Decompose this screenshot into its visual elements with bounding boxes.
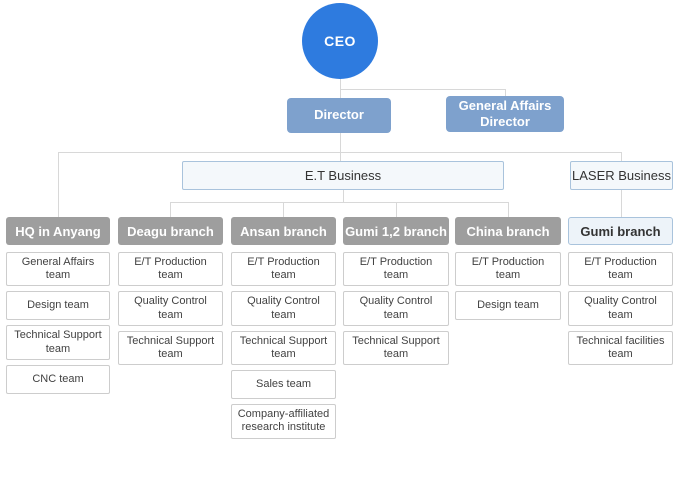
team-box: Design team — [455, 291, 561, 321]
connector-line — [505, 89, 506, 97]
team-box: Sales team — [231, 370, 336, 400]
connector-line — [340, 78, 341, 98]
branch-header: Gumi branch — [568, 217, 673, 245]
branch-header: Ansan branch — [231, 217, 336, 245]
connector-line — [58, 152, 621, 153]
connector-line — [170, 202, 171, 217]
team-box: Technical Support team — [343, 330, 449, 366]
connector-line — [508, 202, 509, 217]
team-box: CNC team — [6, 364, 110, 394]
team-box: Quality Control team — [231, 291, 336, 326]
connector-line — [170, 202, 508, 203]
team-box: E/T Production team — [568, 252, 673, 287]
team-box: General Affairs team — [6, 252, 110, 287]
branch-header: China branch — [455, 217, 561, 245]
branch-header: HQ in Anyang — [6, 217, 110, 245]
team-box: Technical Support team — [118, 330, 223, 366]
laser-business-node: LASER Business — [570, 161, 673, 190]
team-box: E/T Production team — [455, 252, 561, 287]
team-box: Quality Control team — [343, 291, 449, 326]
team-box: Design team — [6, 291, 110, 321]
connector-line — [396, 202, 397, 217]
connector-line — [283, 202, 284, 217]
team-box: Company-affiliated research institute — [231, 404, 336, 439]
connector-line — [340, 133, 341, 161]
connector-line — [58, 152, 59, 217]
et-business-node: E.T Business — [182, 161, 504, 190]
connector-line — [343, 190, 344, 202]
branch-header: Deagu branch — [118, 217, 223, 245]
team-box: E/T Production team — [231, 252, 336, 287]
team-box: Technical facilities team — [568, 330, 673, 366]
team-box: Quality Control team — [568, 291, 673, 326]
director-node: Director — [287, 98, 391, 133]
team-box: E/T Production team — [343, 252, 449, 287]
team-box: Technical Support team — [231, 330, 336, 366]
connector-line — [340, 89, 505, 90]
branch-header: Gumi 1,2 branch — [343, 217, 449, 245]
team-box: E/T Production team — [118, 252, 223, 287]
general-affairs-director-node: General Affairs Director — [446, 96, 564, 132]
connector-line — [621, 152, 622, 161]
team-box: Technical Support team — [6, 325, 110, 360]
team-box: Quality Control team — [118, 291, 223, 326]
connector-line — [621, 190, 622, 217]
ceo-node: CEO — [302, 3, 378, 79]
